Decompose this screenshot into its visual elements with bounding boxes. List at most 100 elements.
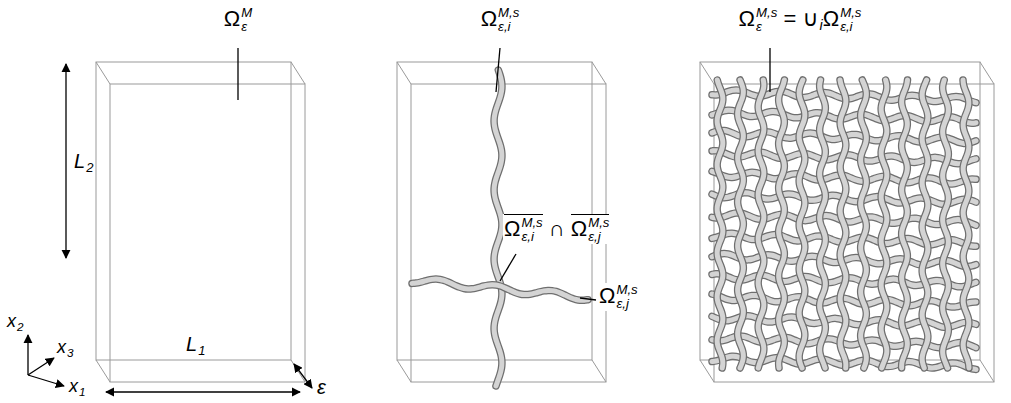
index-stack: ε,iM,s (521, 216, 542, 244)
yarn (922, 80, 928, 368)
slab-edge (291, 62, 305, 84)
symbol-base: Ω (739, 6, 755, 31)
symbol-group: x1 (69, 377, 86, 398)
yarn (840, 80, 846, 368)
label-anchor: ΩεM (223, 6, 253, 34)
yarn-body (881, 80, 887, 368)
slab-edge (291, 360, 305, 382)
index-stack: εM,s (756, 6, 777, 34)
yarn (799, 80, 805, 368)
slab-box (700, 62, 994, 382)
subscript: i (820, 17, 823, 33)
slab-edge (96, 360, 110, 382)
yarn-outline (943, 80, 949, 368)
axis-arrow (28, 375, 64, 386)
leader-line (580, 298, 596, 300)
math-label: ΩεM (223, 6, 253, 34)
subscript: ε,i (521, 230, 542, 244)
slab-front-face (110, 84, 305, 382)
symbol-group: Ωε,iM,s (481, 6, 520, 34)
index-stack: ε,jM,s (616, 283, 637, 311)
symbol-base: Ω (224, 6, 240, 31)
symbol-base: x (57, 337, 66, 357)
yarn (494, 70, 502, 386)
math-label: Ωε,iM,s (480, 6, 521, 34)
index-stack: εM (241, 6, 252, 34)
slab-edge (96, 62, 110, 84)
dimension-arrows (28, 48, 770, 392)
slab-outlines (96, 62, 994, 382)
dimension-arrow (65, 64, 66, 258)
subscript: ε,i (840, 20, 861, 34)
symbol-group: ∩ (543, 217, 571, 241)
yarn-body (717, 80, 723, 368)
axis-arrow (28, 358, 54, 375)
yarn-outline (799, 80, 805, 368)
slab-edge (980, 360, 994, 382)
yarn-body (963, 80, 969, 368)
yarn-outline (861, 80, 867, 368)
symbol-group: Ωε,iM,s (823, 6, 862, 34)
yarn-body (799, 80, 805, 368)
symbol-group: = (777, 7, 802, 31)
yarn (820, 80, 826, 368)
yarn (902, 80, 908, 368)
symbol-group: Ωε,jM,s (599, 283, 638, 311)
yarn-drawing (412, 70, 976, 386)
yarn (717, 80, 723, 368)
yarn-outline (922, 80, 928, 368)
axis-arrow (27, 335, 28, 375)
superscript: M,s (498, 6, 519, 20)
symbol-base: Ω (504, 216, 520, 241)
dimension-arrow (294, 364, 312, 388)
yarn-outline (902, 80, 908, 368)
subscript: ε (756, 20, 777, 34)
yarn-outline (758, 80, 764, 368)
subscript: 3 (67, 346, 74, 359)
yarn-outline (840, 80, 846, 368)
label-anchor: x2 (6, 312, 25, 333)
symbol-group: Ωε,jM,s (571, 214, 610, 244)
yarn-body (902, 80, 908, 368)
symbol-group: x3 (57, 338, 74, 359)
index-stack: ε,iM,s (498, 6, 519, 34)
yarn (963, 80, 969, 368)
symbol-base: ∩ (543, 216, 571, 241)
yarn-body (412, 279, 588, 300)
yarn (412, 279, 588, 300)
yarn-body (494, 70, 502, 386)
yarn-body (840, 80, 846, 368)
yarn-outline (963, 80, 969, 368)
yarn-outline (779, 80, 785, 368)
label-anchor: L1 (185, 333, 206, 358)
yarn-outline (717, 80, 723, 368)
slab-edge (700, 62, 714, 84)
symbol-base: x (7, 311, 16, 331)
slab-edge (980, 62, 994, 84)
label-anchor: Ωε,iM,s ∩ Ωε,jM,s (503, 214, 610, 244)
symbol-base: Ω (823, 6, 839, 31)
math-label: ε (316, 376, 327, 398)
superscript: M,s (521, 216, 542, 230)
math-label: x1 (68, 377, 87, 398)
leader-line (237, 48, 238, 100)
superscript: M,s (616, 283, 637, 297)
symbol-group: ∪i (802, 7, 822, 34)
leader-line (769, 48, 770, 92)
leader-line (500, 254, 516, 281)
yarn-body (922, 80, 928, 368)
subscript: ε,j (588, 230, 609, 244)
slab-edge (592, 62, 606, 84)
symbol-base: Ω (481, 6, 497, 31)
label-anchor: ε (316, 376, 327, 398)
slab-edge (397, 62, 411, 84)
yarn-outline (738, 80, 744, 368)
math-label: x3 (56, 338, 75, 359)
yarn-body (943, 80, 949, 368)
symbol-group: Ωε,iM,s (504, 214, 543, 244)
subscript: ε,j (616, 297, 637, 311)
symbol-group: L2 (74, 150, 93, 175)
slab-edge (592, 360, 606, 382)
